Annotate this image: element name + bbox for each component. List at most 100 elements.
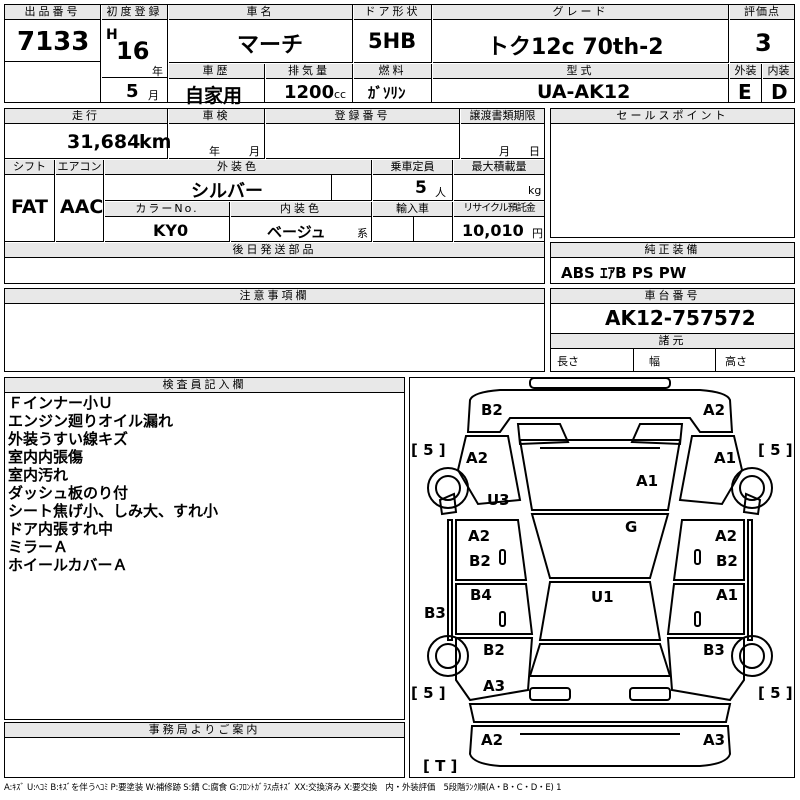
caution-label: 注意事項欄 <box>5 289 544 304</box>
height-label: 高さ <box>725 355 747 368</box>
trunk-mark: [ T ] <box>423 757 458 775</box>
load-unit: kg <box>528 184 542 197</box>
door-cell: ドア形状 5HB <box>354 5 432 63</box>
mark-left-rear-quarter: A3 <box>483 677 506 695</box>
mileage-label: 走行 <box>5 109 167 124</box>
note-item: シート焦げ小、しみ大、すれ小 <box>8 502 219 520</box>
inspection-year-unit: 年 <box>209 145 220 158</box>
note-item: ミラーＡ <box>8 538 69 556</box>
first-reg-label: 初度登録 <box>102 5 167 20</box>
sales-point-label: セールスポイント <box>551 109 794 124</box>
color-no-label: カラーNo. <box>105 202 229 217</box>
capacity: 5 <box>415 178 427 198</box>
score-label: 評価点 <box>730 5 794 20</box>
interior-color-cell: 内装色 ベージュ 系 <box>231 202 372 242</box>
later-parts-cell: 後日発送部品 <box>5 243 544 283</box>
capacity-label: 乗車定員 <box>373 160 452 175</box>
fuel-cell: 燃料 ｶﾞｿﾘﾝ <box>354 64 432 102</box>
header-block: 出品番号 7133 初度登録 H 16 年 5 月 車名 マーチ ドア形状 5H… <box>4 4 795 107</box>
model: UA-AK12 <box>537 81 631 103</box>
shift-label: シフト <box>5 160 54 175</box>
transfer-cell: 譲渡書類期限 月 日 <box>461 109 544 159</box>
lot-number: 7133 <box>17 27 90 57</box>
inspector-label: 検査員記入欄 <box>5 378 404 393</box>
import-cell: 輸入車 <box>373 202 453 242</box>
specs-label: 諸元 <box>551 333 794 349</box>
car-name: マーチ <box>237 33 304 58</box>
displacement-label: 排気量 <box>266 64 352 79</box>
displacement-unit: cc <box>334 88 347 101</box>
exterior-grade-cell: 外装 E <box>730 64 762 104</box>
recycle-cell: リサイクル預託金 10,010 円 <box>454 202 544 242</box>
color: シルバー <box>191 181 263 202</box>
recycle-unit: 円 <box>532 227 543 240</box>
load-cell: 最大積載量 kg <box>454 160 544 201</box>
caution-block: 注意事項欄 <box>4 288 545 372</box>
note-item: ホイールカバーＡ <box>8 556 128 574</box>
note-item: エンジン廻りオイル漏れ <box>8 412 174 430</box>
era: H <box>106 27 118 43</box>
mark-left-front-panel: U3 <box>487 491 510 509</box>
inspection-cell: 車検 年 月 <box>169 109 265 159</box>
note-item: 室内内張傷 <box>8 448 84 466</box>
color-cell: 外装色 シルバー <box>105 160 372 202</box>
aircon: AAC <box>60 196 104 218</box>
mark-left-front-door-b: B2 <box>469 552 491 570</box>
history-label: 車歴 <box>169 64 264 79</box>
inspector-notes: Ｆインナー小Ｕ エンジン廻りオイル漏れ 外装うすい線キズ 室内内張傷 室内汚れ … <box>8 394 218 574</box>
equipment-block: 純正装備 ABS ｴｱB PS PW <box>550 242 795 284</box>
transfer-day-unit: 日 <box>529 145 540 158</box>
mark-hood: A1 <box>636 472 659 490</box>
office-notice-block: 事務局よりご案内 <box>4 722 405 778</box>
import-label: 輸入車 <box>373 202 452 217</box>
month-unit: 月 <box>148 89 159 102</box>
mark-roof: U1 <box>591 588 614 606</box>
capacity-unit: 人 <box>435 186 446 199</box>
note-item: ダッシュ板のり付 <box>8 484 129 502</box>
history-cell: 車歴 自家用 <box>169 64 265 107</box>
vehicle-info-block: 走行 31,684 km 車検 年 月 登録番号 譲渡書類期限 月 日 シフト … <box>4 108 545 284</box>
grade-cell: グレード トク12c 70th-2 <box>433 5 729 63</box>
inspection-label: 車検 <box>169 109 264 124</box>
mark-rear-left-bumper: A2 <box>481 731 504 749</box>
interior-grade: D <box>771 80 788 104</box>
interior-grade-cell: 内装 D <box>763 64 794 104</box>
mark-left-front-door-a: A2 <box>468 527 491 545</box>
inspector-notes-block: 検査員記入欄 <box>4 377 405 720</box>
mark-left-front-fender: A2 <box>466 449 489 467</box>
fuel: ｶﾞｿﾘﾝ <box>368 84 406 102</box>
mark-front-right-bumper: A2 <box>703 401 726 419</box>
tire-front-right: [ 5 ] <box>758 441 793 459</box>
score-cell: 評価点 3 <box>730 5 794 63</box>
mileage: 31,684 <box>67 131 141 153</box>
history: 自家用 <box>185 85 243 107</box>
exterior-label: 外装 <box>730 64 761 79</box>
lot-label: 出品番号 <box>5 5 100 20</box>
equipment-label: 純正装備 <box>551 243 794 258</box>
chassis-number: AK12-757572 <box>605 306 756 330</box>
legend: A:ｷｽﾞ U:ﾍｺﾐ B:ｷｽﾞを伴うﾍｺﾐ P:要塗装 W:補修跡 S:錆 … <box>4 783 562 793</box>
chassis-label: 車台番号 <box>551 289 794 304</box>
sales-point-block: セールスポイント <box>550 108 795 238</box>
equipment: ABS ｴｱB PS PW <box>561 264 687 282</box>
inspection-month-unit: 月 <box>249 145 260 158</box>
capacity-cell: 乗車定員 5 人 <box>373 160 453 201</box>
year-unit: 年 <box>152 65 163 78</box>
shift: FAT <box>11 196 48 218</box>
tire-front-left: [ 5 ] <box>411 441 446 459</box>
displacement: 1200 <box>284 82 335 103</box>
recycle-deposit: 10,010 <box>462 221 524 240</box>
reg-year: 16 <box>116 37 150 65</box>
width-label: 幅 <box>649 355 660 368</box>
mark-right-rear-door: A1 <box>716 586 739 604</box>
interior-color-unit: 系 <box>357 227 368 240</box>
door-type: 5HB <box>368 29 417 53</box>
mark-front-left-bumper: B2 <box>481 401 503 419</box>
chassis-block: 車台番号 AK12-757572 諸元 長さ 幅 高さ <box>550 288 795 372</box>
color-no: KY0 <box>153 221 189 240</box>
shift-cell: シフト FAT <box>5 160 55 242</box>
interior-label: 内装 <box>763 64 794 79</box>
registration-label: 登録番号 <box>266 109 459 124</box>
office-label: 事務局よりご案内 <box>5 723 404 738</box>
score: 3 <box>755 29 772 57</box>
